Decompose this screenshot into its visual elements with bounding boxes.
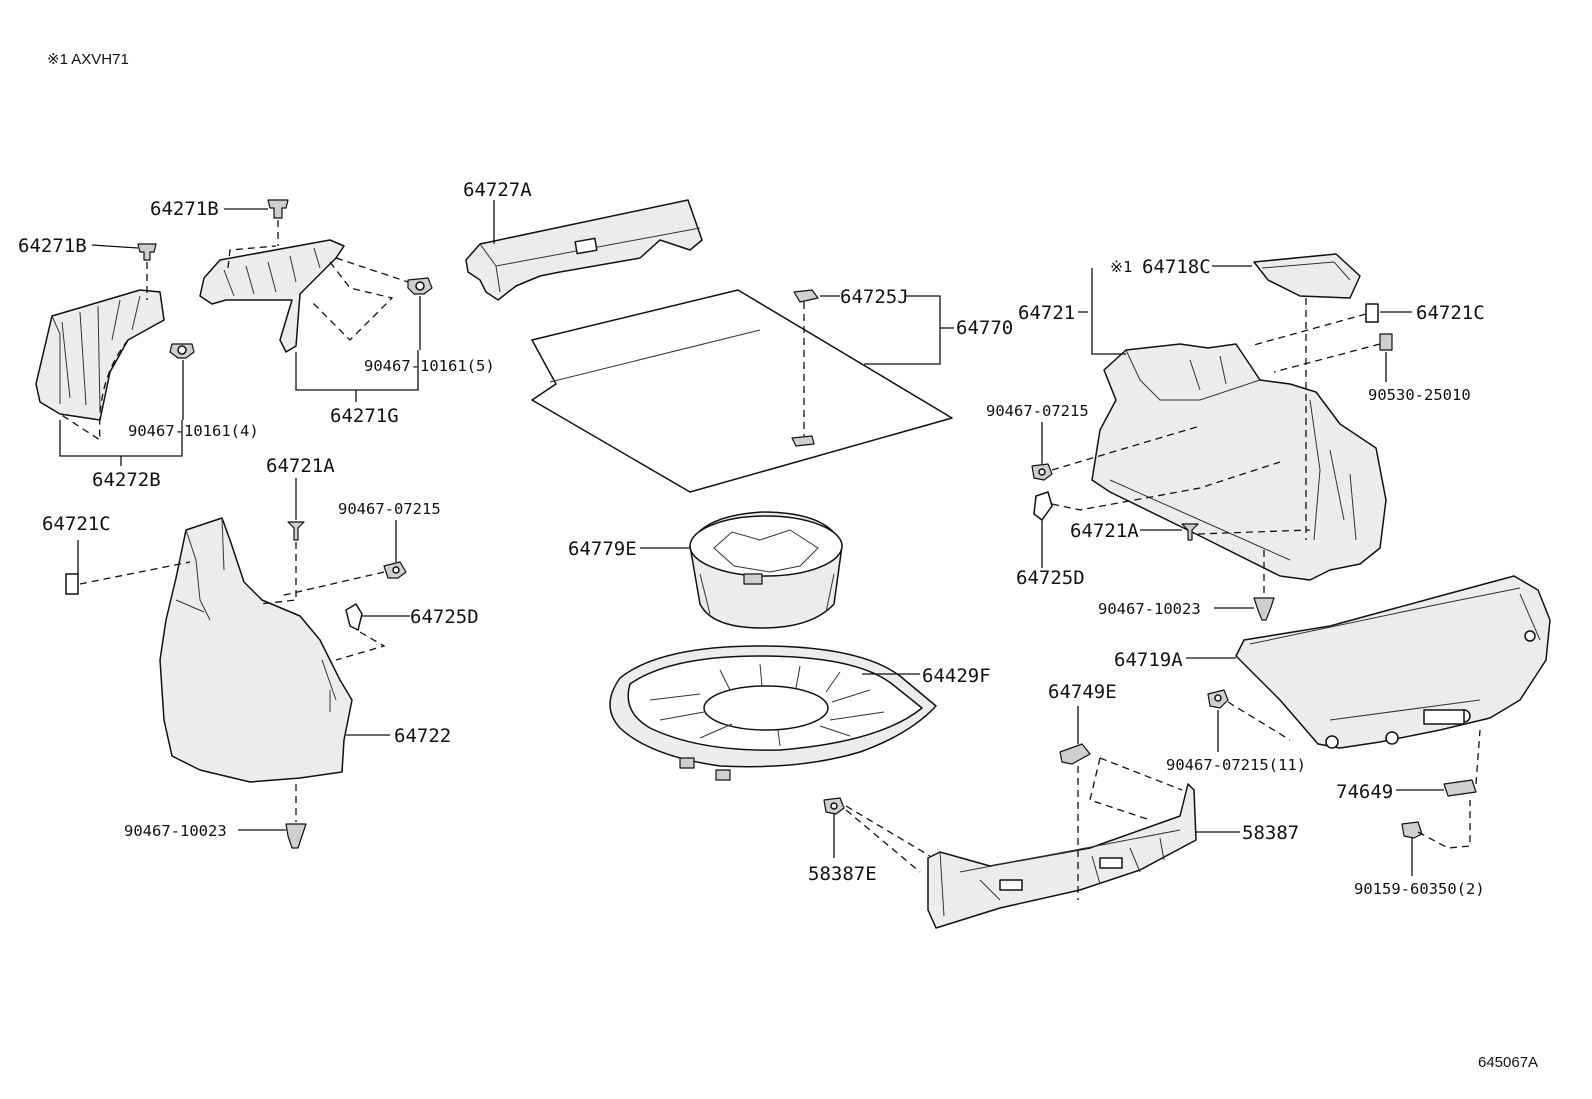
label-64721a-right: 64721A	[1070, 520, 1139, 542]
part-64722-side-trim	[159, 517, 353, 783]
clip-90467-07215-left	[383, 561, 407, 579]
label-64718c-mark: ※1	[1110, 258, 1132, 276]
part-58387-sill-plate	[927, 783, 1197, 929]
label-64721c-right: 64721C	[1416, 302, 1485, 324]
clip-64725d-right	[1033, 491, 1053, 521]
label-64749e: 64749E	[1048, 681, 1117, 703]
label-64727a: 64727A	[463, 179, 532, 201]
clip-64721a-right	[1181, 523, 1199, 541]
bolt-90159-60350	[1401, 821, 1423, 839]
label-58387: 58387	[1242, 822, 1299, 844]
part-74649-handle	[1443, 779, 1477, 797]
clip-90467-07215-11	[1207, 689, 1229, 709]
part-64719a-lid-trim	[1235, 575, 1551, 749]
clip-64721c-right	[1365, 303, 1379, 323]
part-64272b-trim	[35, 289, 165, 421]
label-74649: 74649	[1336, 781, 1393, 803]
label-64722: 64722	[394, 725, 451, 747]
label-64725d-right: 64725D	[1016, 567, 1085, 589]
diagram-code: 645067A	[1478, 1054, 1538, 1071]
label-64779e: 64779E	[568, 538, 637, 560]
clip-90467-10161-left	[169, 343, 195, 359]
label-58387e: 58387E	[808, 863, 877, 885]
label-64271b-left: 64271B	[18, 235, 87, 257]
label-90467-10023-left: 90467-10023	[124, 822, 227, 840]
model-note: ※1 AXVH71	[47, 51, 129, 68]
label-64271b-right: 64271B	[150, 198, 219, 220]
clip-64725j	[793, 289, 819, 303]
label-64721c-left: 64721C	[42, 513, 111, 535]
clip-90530-25010	[1379, 333, 1393, 351]
clip-58387e	[823, 797, 845, 815]
label-64770: 64770	[956, 317, 1013, 339]
part-64271g-trim	[199, 239, 345, 353]
label-90530-25010: 90530-25010	[1368, 386, 1471, 404]
label-64719a: 64719A	[1114, 649, 1183, 671]
label-64721a-left: 64721A	[266, 455, 335, 477]
label-64429f: 64429F	[922, 665, 991, 687]
label-90159-60350-2: 90159-60350(2)	[1354, 880, 1485, 898]
part-64727a-board	[465, 199, 703, 301]
label-90467-07215-left: 90467-07215	[338, 500, 441, 518]
label-64718c: 64718C	[1142, 256, 1211, 278]
clip-64725d-left	[345, 603, 363, 631]
clip-64721c-left	[65, 573, 79, 595]
part-64779e-tray	[689, 511, 843, 629]
label-64721: 64721	[1018, 302, 1075, 324]
clip-64271b-right	[267, 199, 289, 219]
clip-90467-07215-right	[1031, 463, 1053, 481]
clip-90467-10023-left	[285, 823, 307, 849]
part-64770-mat	[531, 289, 953, 493]
clip-64721a-left	[287, 521, 305, 541]
label-90467-10023-right: 90467-10023	[1098, 600, 1201, 618]
label-64725j: 64725J	[840, 286, 909, 308]
part-64718c-cover	[1253, 253, 1361, 299]
clip-90467-10023-right	[1253, 597, 1275, 621]
label-90467-07215-right: 90467-07215	[986, 402, 1089, 420]
label-64272b: 64272B	[92, 469, 161, 491]
label-90467-10161-5: 90467-10161(5)	[364, 357, 495, 375]
label-64271g: 64271G	[330, 405, 399, 427]
label-90467-07215-11: 90467-07215(11)	[1166, 756, 1306, 774]
part-64721-side-trim	[1091, 343, 1387, 581]
clip-64749e	[1059, 743, 1091, 765]
label-90467-10161-4: 90467-10161(4)	[128, 422, 259, 440]
clip-64271b-left	[137, 243, 157, 261]
clip-90467-10161-right	[407, 277, 433, 295]
label-64725d-left: 64725D	[410, 606, 479, 628]
part-64429f-tire-tray	[609, 645, 937, 781]
